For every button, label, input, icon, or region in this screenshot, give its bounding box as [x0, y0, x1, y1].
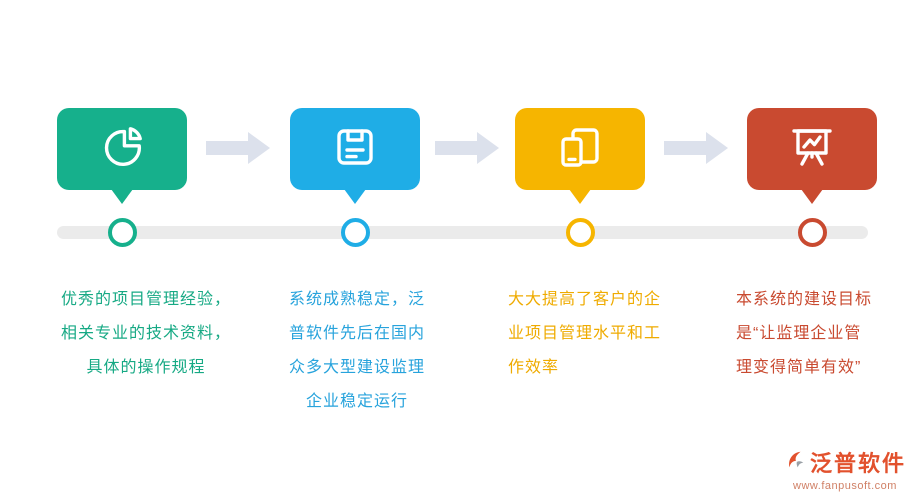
right-arrow-icon: [206, 132, 270, 164]
brand-name: 泛普软件: [809, 451, 906, 476]
presentation-chart-icon: [788, 123, 836, 176]
timeline-node-efficiency: [566, 218, 595, 247]
text-line: 众多大型建设监理: [288, 359, 425, 376]
pie-chart-icon: [98, 123, 146, 176]
step-text-efficiency: 大大提高了客户的企 业项目管理水平和工 作效率: [508, 283, 670, 385]
timeline-bar: [57, 226, 868, 239]
bubble-tail: [569, 189, 591, 204]
step-text-experience: 优秀的项目管理经验， 相关专业的技术资料， 具体的操作规程: [50, 283, 242, 385]
timeline-node-stability: [341, 218, 370, 247]
bubble-tail: [801, 189, 823, 204]
bubble-tail: [111, 189, 133, 204]
brand-footer: 泛普软件 www.fanpusoft.com: [784, 446, 906, 492]
fanpu-logo-icon: [784, 449, 806, 476]
right-arrow-icon: [435, 132, 499, 164]
text-line: 业项目管理水平和工: [508, 325, 662, 342]
devices-icon: [556, 123, 604, 176]
timeline-node-experience: [108, 218, 137, 247]
text-line: 本系统的建设目标: [736, 291, 873, 308]
timeline-node-goal: [798, 218, 827, 247]
step-bubble-goal: [747, 108, 877, 204]
text-line: 系统成熟稳定，泛: [288, 291, 425, 308]
save-icon: [331, 123, 379, 176]
step-bubble-stability: [290, 108, 420, 204]
right-arrow-icon: [664, 132, 728, 164]
step-text-stability: 系统成熟稳定，泛 普软件先后在国内 众多大型建设监理 企业稳定运行: [278, 283, 436, 419]
brand-url[interactable]: www.fanpusoft.com: [793, 480, 897, 492]
text-line: 大大提高了客户的企: [508, 291, 662, 308]
text-line: 优秀的项目管理经验，: [60, 291, 231, 308]
text-line: 相关专业的技术资料，: [60, 325, 231, 342]
text-line: 具体的操作规程: [86, 359, 206, 376]
bubble-tail: [344, 189, 366, 204]
text-line: 企业稳定运行: [305, 393, 408, 410]
text-line: 是“让监理企业管: [736, 325, 862, 342]
step-bubble-efficiency: [515, 108, 645, 204]
step-text-goal: 本系统的建设目标 是“让监理企业管 理变得简单有效”: [736, 283, 896, 385]
step-bubble-experience: [57, 108, 187, 204]
text-line: 理变得简单有效”: [736, 359, 862, 376]
text-line: 作效率: [508, 359, 560, 376]
text-line: 普软件先后在国内: [288, 325, 425, 342]
